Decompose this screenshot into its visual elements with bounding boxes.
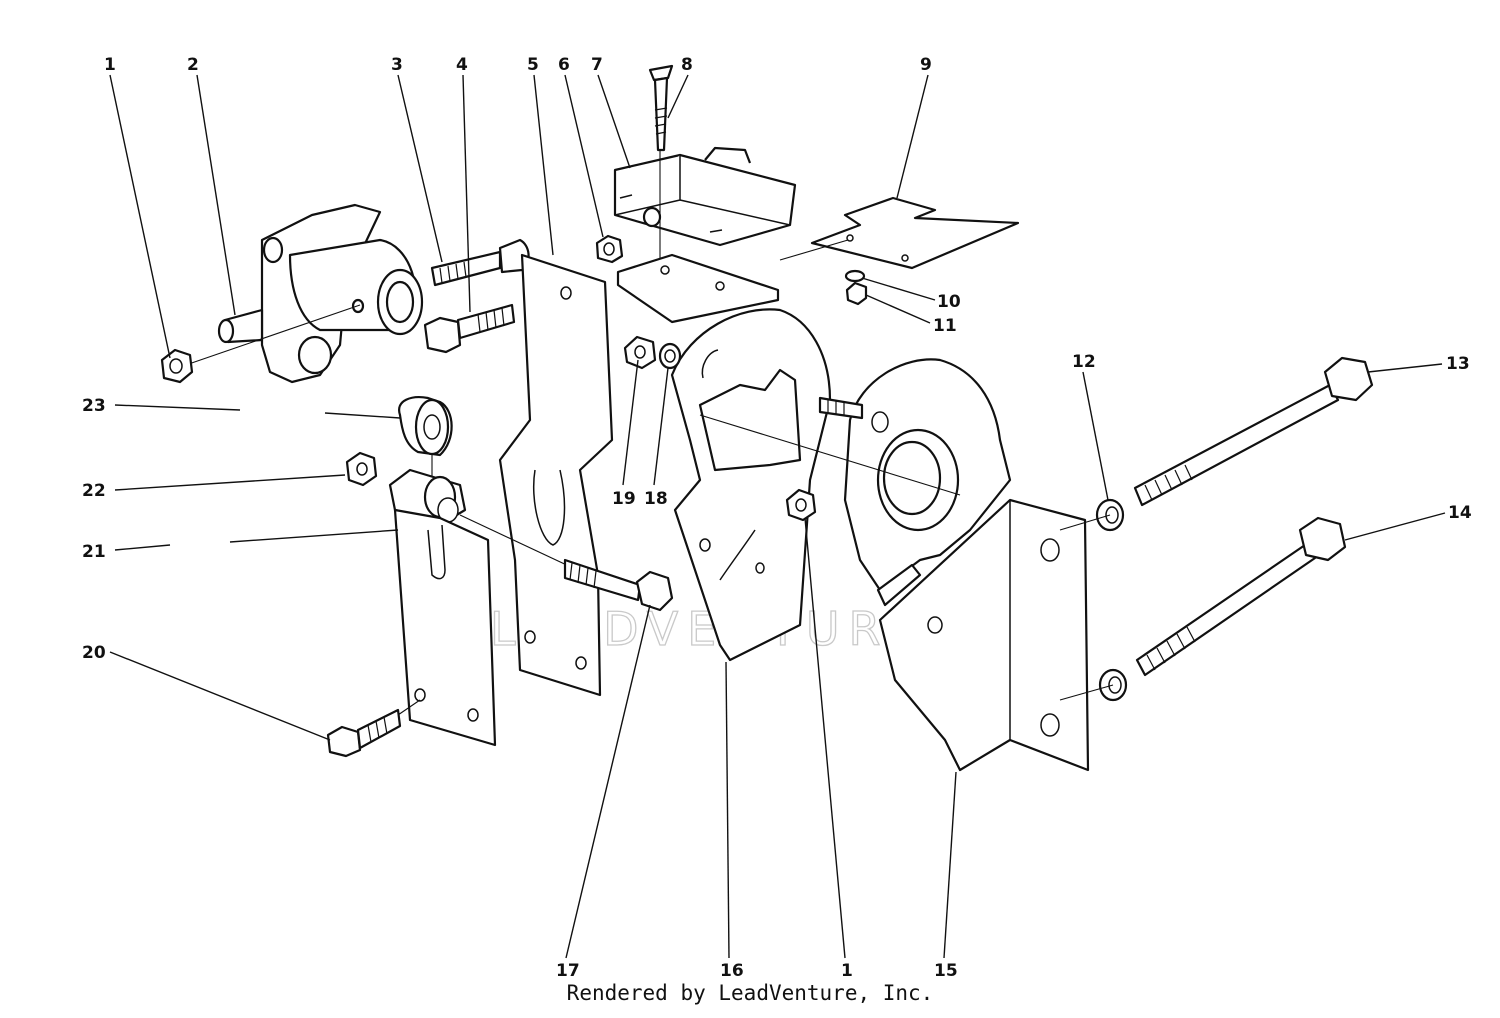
callout-16: 16 bbox=[720, 961, 744, 981]
callout-21: 21 bbox=[82, 542, 106, 562]
part-nut-19 bbox=[623, 335, 657, 370]
part-long-bolt-13 bbox=[1133, 356, 1374, 507]
part-long-bolt-14 bbox=[1135, 516, 1347, 677]
part-plate-21 bbox=[393, 508, 497, 747]
part-pivot-housing bbox=[217, 203, 424, 384]
part-screw-flange bbox=[818, 396, 864, 420]
part-bolt-4 bbox=[423, 303, 516, 354]
part-washer-18 bbox=[658, 342, 682, 370]
callout-3: 3 bbox=[391, 55, 403, 75]
callout-18: 18 bbox=[644, 489, 668, 509]
callout-8: 8 bbox=[681, 55, 693, 75]
callout-10: 10 bbox=[937, 292, 961, 312]
callout-1-top: 1 bbox=[104, 55, 116, 75]
callout-2: 2 bbox=[187, 55, 199, 75]
callout-6: 6 bbox=[558, 55, 570, 75]
part-flange-plate bbox=[843, 358, 1012, 592]
callout-14: 14 bbox=[1448, 503, 1472, 523]
callout-7: 7 bbox=[591, 55, 603, 75]
part-switch-base bbox=[616, 253, 780, 324]
footer-credit: Rendered by LeadVenture, Inc. bbox=[566, 981, 934, 1005]
callout-9: 9 bbox=[920, 55, 932, 75]
callout-20: 20 bbox=[82, 643, 106, 663]
part-nut-right bbox=[785, 488, 817, 522]
callout-5: 5 bbox=[527, 55, 539, 75]
callout-22: 22 bbox=[82, 481, 106, 501]
leader-lines bbox=[109, 74, 1446, 959]
part-screw-3 bbox=[430, 238, 530, 287]
callout-4: 4 bbox=[456, 55, 468, 75]
part-angle-bracket-15 bbox=[876, 498, 1090, 772]
callout-15: 15 bbox=[934, 961, 958, 981]
part-plate-9 bbox=[810, 196, 1020, 270]
part-washer-10 bbox=[844, 269, 866, 283]
callout-19: 19 bbox=[612, 489, 636, 509]
part-bolt-20 bbox=[326, 708, 402, 758]
part-bracket-plate-5 bbox=[498, 253, 614, 697]
part-nut-left bbox=[160, 348, 194, 384]
part-switch-block-7 bbox=[613, 146, 797, 247]
part-bearing-23 bbox=[398, 396, 453, 457]
callout-12: 12 bbox=[1072, 352, 1096, 372]
part-nut-22 bbox=[345, 451, 378, 487]
callout-17: 17 bbox=[556, 961, 580, 981]
part-cam-plate-16 bbox=[670, 308, 832, 662]
part-spacer bbox=[388, 468, 467, 524]
callout-labels: 1 2 3 4 5 6 7 8 9 10 11 12 13 14 15 16 1… bbox=[82, 55, 1472, 981]
callout-1-bottom: 1 bbox=[841, 961, 853, 981]
part-screw-8 bbox=[648, 64, 674, 152]
part-nut-11 bbox=[845, 281, 868, 306]
callout-13: 13 bbox=[1446, 354, 1470, 374]
part-nut-6 bbox=[595, 234, 624, 264]
part-bolt-17 bbox=[563, 558, 674, 612]
callout-11: 11 bbox=[933, 316, 957, 336]
callout-23: 23 bbox=[82, 396, 106, 416]
